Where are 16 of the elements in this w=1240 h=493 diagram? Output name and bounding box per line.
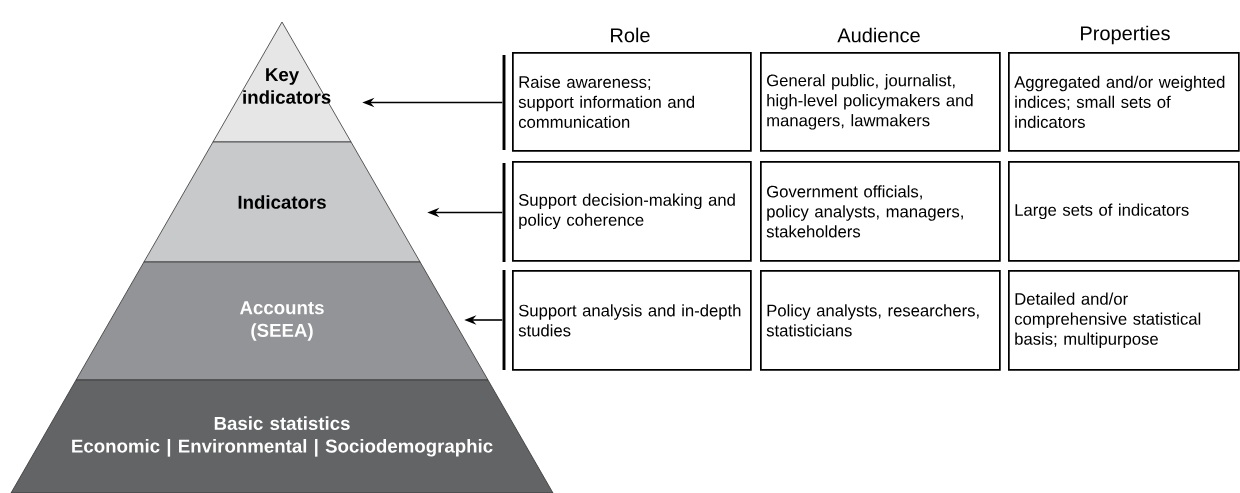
pyramid-tier: Indicators: [143, 141, 421, 263]
pyramid-tier: Key indicators: [212, 21, 352, 143]
table-cell: Government officials, policy analysts, managers, stakeholders: [760, 161, 1001, 262]
table-cell: Large sets of indicators: [1008, 161, 1240, 262]
pyramid-tier: Basic statistics Economic | Environmental | Sociodemographic: [10, 379, 554, 493]
bracket-bar: [502, 55, 506, 150]
table-cell: Support decision-making and policy coherence: [512, 161, 752, 262]
table-cell: Detailed and/or comprehensive statistical basis; multipurpose: [1008, 270, 1240, 371]
bracket-bar: [502, 163, 506, 262]
table-cell: Aggregated and/or weighted indices; small sets of indicators: [1008, 52, 1240, 152]
bracket-bar: [502, 270, 506, 370]
table-cell: Raise awareness; support information and communication: [512, 52, 752, 152]
table-cell: General public, journalist, high-level policymakers and managers, lawmakers: [760, 52, 1001, 152]
table-cell: Support analysis and in-depth studies: [512, 270, 752, 371]
pyramid-tier: Accounts (SEEA): [75, 261, 489, 381]
table-cell: Policy analysts, researchers, statisticians: [760, 270, 1001, 371]
